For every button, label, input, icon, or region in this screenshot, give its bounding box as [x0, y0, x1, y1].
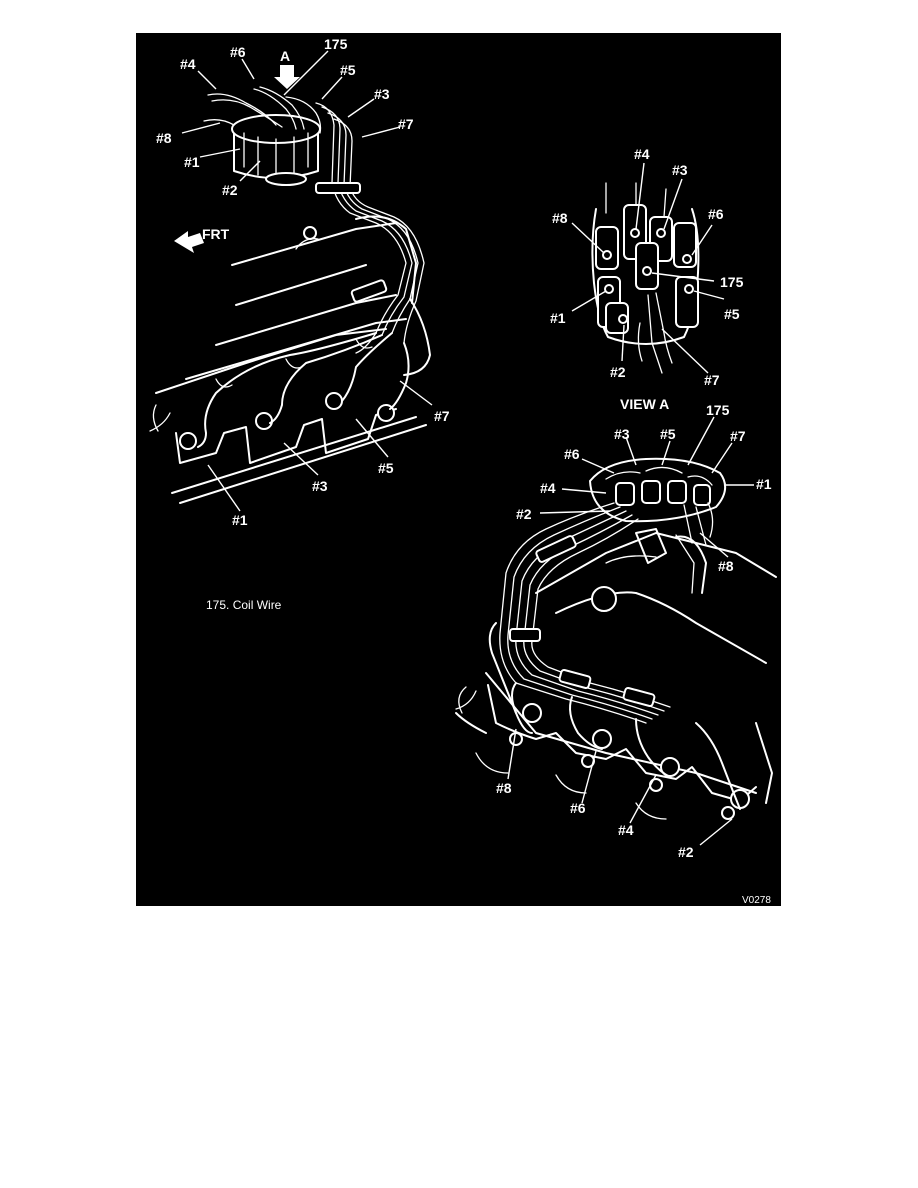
- right-label-c2-bottom: #2: [678, 844, 694, 860]
- front-arrow-icon: [174, 231, 204, 253]
- label-frt: FRT: [202, 226, 230, 242]
- right-label-c4-bottom: #4: [618, 822, 634, 838]
- plug-wires-left: [197, 298, 431, 448]
- viewa-label-c3: #3: [672, 162, 688, 178]
- engine-block-left: [155, 215, 427, 504]
- figure-code: V0278: [742, 895, 771, 906]
- viewa-label-c4: #4: [634, 146, 650, 162]
- distributor-cap-right: [589, 457, 727, 594]
- label-arrow-a: A: [280, 48, 290, 64]
- label-c1-bottom: #1: [232, 512, 248, 528]
- label-c3-top: #3: [374, 86, 390, 102]
- label-c3-bottom: #3: [312, 478, 328, 494]
- label-c1-top: #1: [184, 154, 200, 170]
- right-label-c5: #5: [660, 426, 676, 442]
- label-c7-bottom: #7: [434, 408, 450, 424]
- wiring-diagram: #4 #6 A 175 #5 #3 #7 #8 #1 #2 FRT #7 #5 …: [149, 36, 777, 906]
- right-label-c8-bottom: #8: [496, 780, 512, 796]
- distributor-cap: [231, 114, 321, 186]
- viewa-label-c1: #1: [550, 310, 566, 326]
- left-leaders: [181, 50, 433, 512]
- plug-wires-right: [511, 682, 741, 810]
- legend-coil-wire: 175. Coil Wire: [206, 598, 282, 612]
- view-a-cap: #4 #3 #8 #6 175 #1 #5 #2 #7 VIEW A: [550, 146, 744, 412]
- label-c6: #6: [230, 44, 246, 60]
- right-engine-view: 175 #3 #5 #7 #6 #4 #1 #2 #8 #8 #6 #4 #2: [455, 402, 777, 860]
- viewa-label-c6: #6: [708, 206, 724, 222]
- viewa-label-coil-175: 175: [720, 274, 744, 290]
- right-label-c1: #1: [756, 476, 772, 492]
- left-engine-view: #4 #6 A 175 #5 #3 #7 #8 #1 #2 FRT #7 #5 …: [149, 36, 450, 528]
- wire-loom: [315, 182, 425, 354]
- right-label-c2: #2: [516, 506, 532, 522]
- viewa-label-c7: #7: [704, 372, 720, 388]
- diagram-panel: #4 #6 A 175 #5 #3 #7 #8 #1 #2 FRT #7 #5 …: [136, 33, 781, 906]
- label-c5-bottom: #5: [378, 460, 394, 476]
- right-label-coil-175: 175: [706, 402, 730, 418]
- view-a-title: VIEW A: [620, 396, 669, 412]
- right-label-c3: #3: [614, 426, 630, 442]
- right-label-c4: #4: [540, 480, 556, 496]
- wire-bundle-right: [499, 502, 671, 724]
- right-label-c6: #6: [564, 446, 580, 462]
- engine-block-right: [455, 528, 777, 804]
- viewa-label-c5: #5: [724, 306, 740, 322]
- label-c2: #2: [222, 182, 238, 198]
- right-label-c7: #7: [730, 428, 746, 444]
- view-a-arrow-icon: [274, 65, 300, 89]
- viewa-label-c2: #2: [610, 364, 626, 380]
- distributor-wires: [203, 86, 353, 188]
- label-c5: #5: [340, 62, 356, 78]
- right-label-c8-top: #8: [718, 558, 734, 574]
- right-label-c6-bottom: #6: [570, 800, 586, 816]
- label-coil-175: 175: [324, 36, 348, 52]
- label-c4: #4: [180, 56, 196, 72]
- cylinder-head-right: [455, 684, 757, 820]
- viewa-label-c8: #8: [552, 210, 568, 226]
- label-c7-top: #7: [398, 116, 414, 132]
- cylinder-head-left: [149, 338, 397, 464]
- label-c8: #8: [156, 130, 172, 146]
